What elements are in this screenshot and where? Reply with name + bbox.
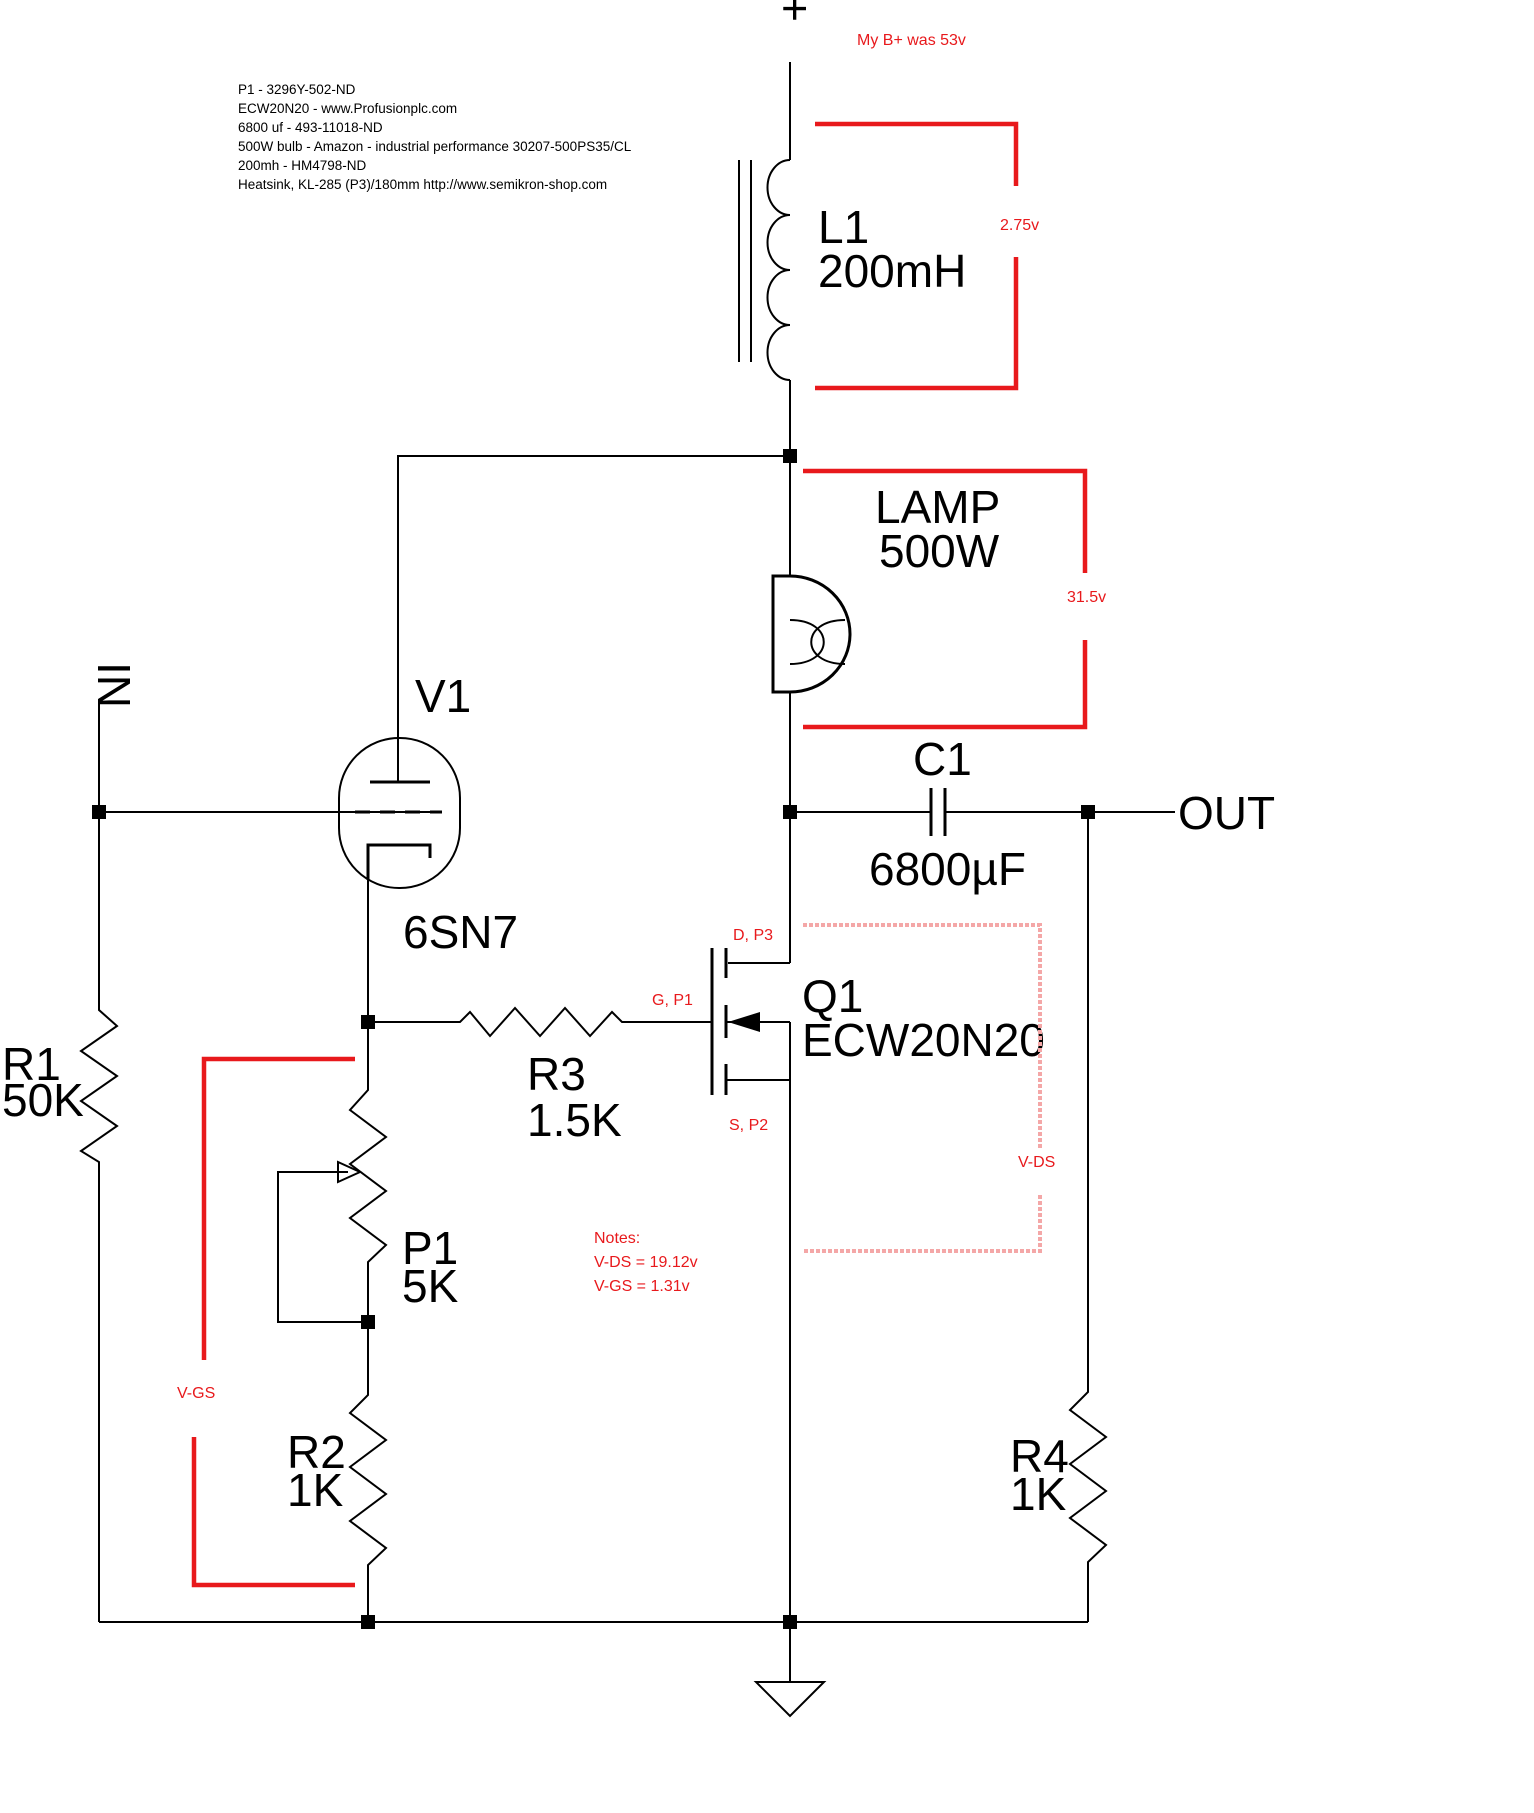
- lamp: [771, 456, 852, 812]
- potentiometer-track: [348, 1022, 388, 1322]
- inductor-l1: [738, 159, 791, 458]
- inductor-coil: [766, 159, 791, 381]
- lamp-filament: [789, 619, 825, 665]
- l1-value: 200mH: [818, 245, 966, 297]
- lamp-bulb: [789, 574, 852, 694]
- output-port-label: OUT: [1178, 787, 1275, 839]
- gate-pin-label: G, P1: [652, 992, 693, 1009]
- lamp-measure-bracket: [803, 468, 1088, 730]
- potentiometer-p1: [277, 1022, 388, 1323]
- q1-value: ECW20N20: [802, 1014, 1045, 1066]
- notes-line: V-GS = 1.31v: [594, 1278, 690, 1295]
- l1-voltage: 2.75v: [1000, 217, 1039, 234]
- l1-ref: L1: [818, 201, 869, 253]
- lamp-filament: [810, 619, 846, 665]
- source-pin-label: S, P2: [729, 1117, 768, 1134]
- r4-ref: R4: [1010, 1430, 1069, 1482]
- potentiometer-wiper-arrow: [337, 1160, 363, 1184]
- mosfet-arrow: [728, 1012, 760, 1032]
- resistor-r4: [1068, 812, 1108, 1622]
- vgs-label: V-GS: [177, 1385, 215, 1402]
- r3-value: 1.5K: [527, 1094, 622, 1146]
- tube-v1: [338, 737, 461, 1022]
- notes-line: V-DS = 19.12v: [594, 1254, 698, 1271]
- ground-icon: [753, 1681, 827, 1718]
- vds-label: V-DS: [1018, 1154, 1055, 1171]
- resistor-r2: [348, 1322, 388, 1622]
- supply-label: +V: [768, 0, 820, 22]
- plate-wire: [397, 455, 790, 742]
- r2-ref: R2: [287, 1426, 346, 1478]
- r4-value: 1K: [1010, 1468, 1067, 1520]
- r3-ref: R3: [527, 1048, 586, 1100]
- p1-ref: P1: [402, 1222, 458, 1274]
- parts-list-line: 200mh - HM4798-ND: [238, 158, 367, 173]
- notes: Notes: V-DS = 19.12v V-GS = 1.31v: [594, 1230, 698, 1295]
- input-terminal: IN: [88, 662, 442, 1000]
- parts-list: P1 - 3296Y-502-ND ECW20N20 - www.Profusi…: [238, 82, 632, 192]
- junction-dot: [361, 1615, 375, 1629]
- lamp-voltage: 31.5v: [1067, 589, 1106, 606]
- junction-dot: [92, 805, 106, 819]
- vgs-measure-bracket: [191, 1056, 355, 1588]
- p1-value: 5K: [402, 1260, 459, 1312]
- c1-ref: C1: [913, 733, 972, 785]
- parts-list-line: 500W bulb - Amazon - industrial performa…: [238, 139, 632, 154]
- parts-list-line: P1 - 3296Y-502-ND: [238, 82, 356, 97]
- r2-value: 1K: [287, 1464, 344, 1516]
- resistor-r1: [79, 1000, 119, 1622]
- lamp-value: 500W: [879, 525, 1000, 577]
- r1-ref: R1: [2, 1038, 61, 1090]
- lamp-ref: LAMP: [875, 481, 1000, 533]
- q1-ref: Q1: [802, 970, 863, 1022]
- vds-measure-bracket: [803, 923, 1042, 1253]
- input-port-label: IN: [88, 662, 140, 708]
- r1-value: 50K: [2, 1074, 84, 1126]
- l1-measure-bracket: [815, 121, 1019, 391]
- capacitor-c1: [929, 788, 947, 836]
- potentiometer-wiper-wire: [277, 1171, 368, 1323]
- resistor-r3: [368, 1006, 648, 1038]
- v1-value: 6SN7: [403, 906, 518, 958]
- mosfet-q1: [648, 812, 791, 1622]
- v1-ref: V1: [415, 670, 471, 722]
- lamp-body: [771, 574, 790, 694]
- parts-list-line: Heatsink, KL-285 (P3)/180mm http://www.s…: [238, 177, 607, 192]
- parts-list-line: ECW20N20 - www.Profusionplc.com: [238, 101, 457, 116]
- supply-terminal: +V: [768, 0, 820, 160]
- notes-title: Notes:: [594, 1230, 640, 1247]
- c1-value: 6800µF: [869, 843, 1026, 895]
- tube-cathode: [366, 843, 432, 880]
- parts-list-line: 6800 uf - 493-11018-ND: [238, 120, 383, 135]
- drain-pin-label: D, P3: [733, 927, 773, 944]
- b-plus-note: My B+ was 53v: [857, 32, 966, 49]
